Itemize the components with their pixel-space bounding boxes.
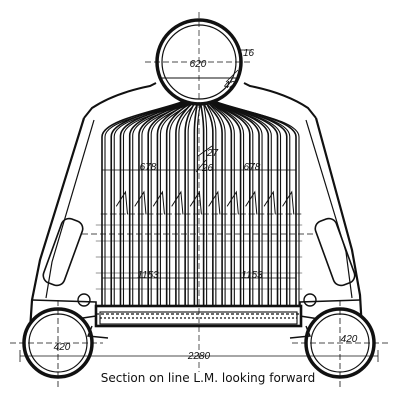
upper-right-width-label: 678 xyxy=(244,162,261,173)
center-bottom-note-label: 26 xyxy=(201,163,214,174)
center-top-note-label: 27 xyxy=(206,148,219,159)
left-water-drum-label: 420 xyxy=(54,342,71,353)
tube-11-inner xyxy=(196,96,202,307)
right-water-drum xyxy=(292,300,388,387)
right-lug xyxy=(303,293,317,307)
tube-baffle-5 xyxy=(134,190,147,215)
tube-baffle-19 xyxy=(263,190,276,215)
left-side-opening xyxy=(42,217,84,287)
tube-baffle-7 xyxy=(152,190,165,215)
tube-10 xyxy=(184,95,199,307)
drum-tube-note-label: 42 xyxy=(224,80,236,91)
drawing-caption: Section on line L.M. looking forward xyxy=(101,371,315,385)
drum-thickness-label: 16 xyxy=(243,48,255,59)
drum-diameter-label: 620 xyxy=(190,59,207,70)
overall-width-label: 2280 xyxy=(187,351,211,362)
tube-bank xyxy=(95,95,303,307)
lower-left-width-label: 1153 xyxy=(137,270,159,281)
tube-baffle-15 xyxy=(226,190,239,215)
tube-baffle-13 xyxy=(208,190,221,215)
tube-baffle-3 xyxy=(115,190,128,215)
steam-drum xyxy=(145,12,253,114)
lower-right-width-label: 1153 xyxy=(241,270,263,281)
right-side-opening xyxy=(314,217,356,287)
upper-left-width-label: 678 xyxy=(140,162,157,173)
tube-baffle-17 xyxy=(245,190,258,215)
tube-13-inner xyxy=(203,97,217,307)
left-lug xyxy=(77,293,91,307)
tube-8 xyxy=(165,96,196,307)
bottom-frame xyxy=(87,304,311,339)
left-water-drum xyxy=(10,300,103,387)
tube-22-inner xyxy=(213,100,300,307)
tube-baffle-9 xyxy=(171,190,184,215)
center-lines xyxy=(82,110,316,372)
dimension-lines xyxy=(19,69,379,362)
tube-baffle-11 xyxy=(189,190,202,215)
right-water-drum-label: 420 xyxy=(341,334,358,345)
tube-baffle-21 xyxy=(282,190,295,215)
